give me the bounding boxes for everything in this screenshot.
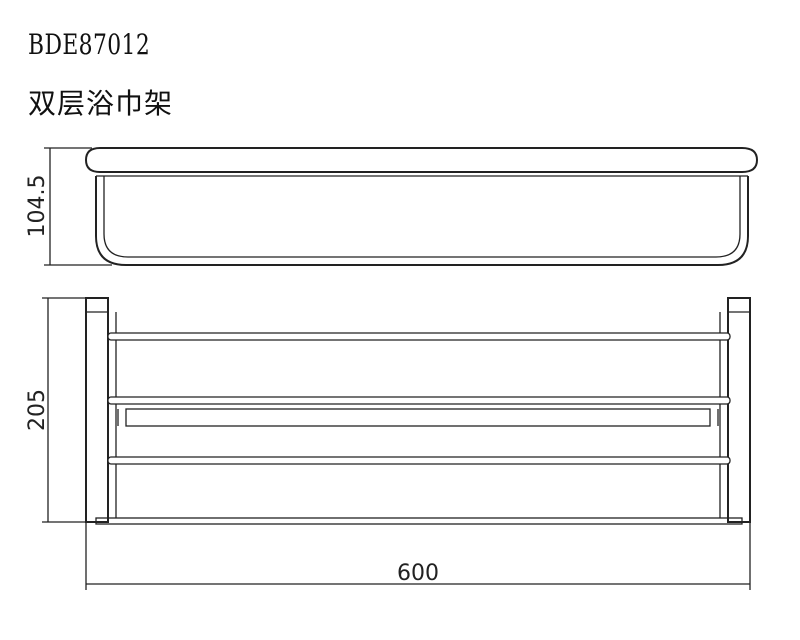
right-wall-bracket [727,297,751,523]
side-frame-outer [95,176,749,266]
product-name: 双层浴巾架 [28,87,174,120]
side-view: 104.5 [25,147,759,266]
depth-dimension-label: 205 [25,389,50,431]
model-number: BDE87012 [28,28,151,61]
towel-bar-2 [107,396,731,405]
top-view: 205 [25,297,751,525]
towel-bar-3 [107,456,731,465]
inner-support-bar [125,408,711,427]
top-shelf-outline [84,147,759,173]
width-dimension-label: 600 [397,561,439,586]
side-frame-inner [103,176,741,258]
base-plate [95,517,743,525]
towel-bar-1 [107,332,731,341]
width-dimension: 600 [85,522,751,590]
height-dimension-label: 104.5 [25,175,50,238]
left-wall-bracket [85,297,109,523]
